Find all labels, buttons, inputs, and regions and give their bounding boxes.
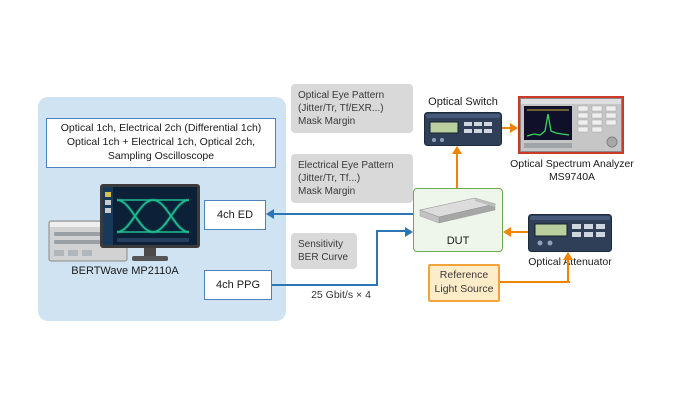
- arrow-dut-to-ed-line: [273, 213, 413, 215]
- specs-line-3: Sampling Oscilloscope: [107, 149, 215, 162]
- callout-line: BER Curve: [298, 252, 349, 263]
- callout-line: Mask Margin: [298, 116, 356, 127]
- dut-box: DUT: [413, 188, 503, 252]
- reference-light-source-box: Reference Light Source: [428, 264, 500, 302]
- arrow-rls-to-attenuator-head: [563, 252, 573, 260]
- osa-label-line-2: MS9740A: [548, 171, 596, 184]
- osa-label-line-1: Optical Spectrum Analyzer: [510, 158, 634, 170]
- arrow-ppg-line-horizontal: [272, 284, 378, 286]
- attenuator-label: Optical Attenuator: [528, 256, 612, 268]
- rls-label-line-2: Light Source: [434, 283, 494, 295]
- bitrate-label: 25 Gbit/s × 4: [311, 289, 371, 301]
- ppg-box: 4ch PPG: [204, 270, 272, 300]
- optical-switch-illustration: [424, 112, 502, 146]
- monitor-stand: [144, 248, 156, 256]
- osa-label: Optical Spectrum Analyzer MS9740A: [504, 158, 640, 185]
- arrow-attenuator-to-dut-head: [503, 227, 511, 237]
- arrow-dut-to-switch-head: [452, 146, 462, 154]
- arrow-dut-to-switch-line: [456, 152, 458, 188]
- callout-electrical-eye-pattern: Electrical Eye Pattern (Jitter/Tr, Tf...…: [291, 154, 413, 203]
- arrow-rls-line-vertical: [567, 258, 569, 283]
- arrow-switch-to-osa-line: [502, 127, 511, 129]
- arrow-ppg-to-dut-line: [376, 230, 405, 232]
- callout-optical-eye-pattern: Optical Eye Pattern (Jitter/Tr, Tf/EXR..…: [291, 84, 413, 133]
- optical-switch-graphic: [424, 112, 502, 146]
- attenuator-illustration: [528, 214, 612, 252]
- osa-graphic: [520, 98, 622, 152]
- callout-line: Optical Eye Pattern: [298, 90, 385, 101]
- arrow-rls-line-horizontal: [500, 281, 570, 283]
- callout-sensitivity-ber: Sensitivity BER Curve: [291, 233, 357, 269]
- callout-line: Electrical Eye Pattern: [298, 160, 394, 171]
- callout-line: Sensitivity: [298, 239, 344, 250]
- arrow-switch-to-osa-head: [510, 123, 518, 133]
- osa-illustration-highlight: [518, 96, 624, 154]
- dut-label: DUT: [446, 235, 470, 247]
- bertwave-monitor-illustration: [100, 184, 200, 248]
- attenuator-graphic: [528, 214, 612, 252]
- specs-box: Optical 1ch, Electrical 2ch (Differentia…: [46, 118, 276, 168]
- dut-module-graphic: [418, 197, 497, 224]
- eye-diagram-screen-graphic: [103, 187, 197, 245]
- monitor-base: [132, 256, 168, 261]
- arrow-attenuator-to-dut-line: [511, 231, 528, 233]
- arrow-ppg-line-vertical: [376, 230, 378, 286]
- callout-line: Mask Margin: [298, 186, 356, 197]
- callout-line: (Jitter/Tr, Tf/EXR...): [298, 103, 384, 114]
- dut-module-illustration: [417, 194, 499, 229]
- arrow-dut-to-ed-head: [266, 209, 274, 219]
- arrow-ppg-to-dut-head: [405, 227, 413, 237]
- specs-line-1: Optical 1ch, Electrical 2ch (Differentia…: [60, 122, 262, 135]
- rls-label-line-1: Reference: [439, 269, 489, 282]
- callout-line: (Jitter/Tr, Tf...): [298, 173, 361, 184]
- optical-switch-label: Optical Switch: [428, 96, 498, 108]
- specs-line-2: Optical 1ch + Electrical 1ch, Optical 2c…: [66, 136, 256, 149]
- ed-box: 4ch ED: [204, 200, 266, 230]
- bertwave-label: BERTWave MP2110A: [71, 265, 179, 277]
